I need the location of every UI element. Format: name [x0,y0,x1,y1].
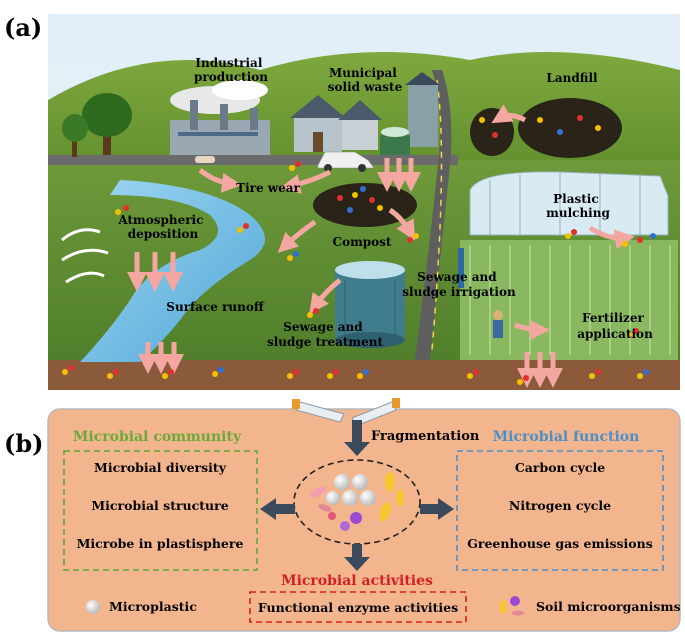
arrow-to-function [420,498,454,520]
legend-label: Microplastic [109,599,197,614]
car-icon [195,156,215,163]
activities-box [249,591,467,623]
car-icon [317,151,375,172]
fragmentation-arrow [344,420,370,456]
panel-b-background [47,408,681,632]
label-fragmentation: Fragmentation [371,429,480,444]
community-item: Microbe in plastisphere [77,536,244,551]
panel-b-tag: (b) [4,429,44,458]
label-surface-runoff: Surface runoff [166,300,265,314]
vertical-road [415,70,452,360]
community-title: Microbial community [73,429,242,445]
pathway-arrows [127,104,635,388]
plastic-bottle-icon [292,398,400,427]
tree-icon [62,114,88,157]
legend-soil-microorganisms: Soil microorganisms [499,596,681,616]
horizontal-road [48,155,458,165]
soil-microorganism-icon [499,596,524,616]
farmer-icon [493,310,503,338]
irrigation-pipe-icon [458,248,464,288]
factory-icon [170,80,270,155]
arrow-to-activities [344,544,370,571]
wind-swirl [65,271,105,284]
label-sewage-sludge-irrigation: Sewage and sludge irrigation [402,270,516,299]
function-title: Microbial function [493,429,640,445]
panel-b: (b) Fragmentation [4,398,681,632]
soil-layer [48,360,680,390]
dumpster-icon [380,127,410,155]
community-item: Microbial diversity [94,460,227,475]
panel-a: (a) Industrial production Municipal soli… [4,13,680,390]
greenhouse-icon [469,171,669,236]
activities-item: Functional enzyme activities [258,600,458,615]
house-icon [405,72,440,147]
community-item: Microbial structure [91,498,228,513]
microplastic-icon [86,600,100,614]
legend-microplastic: Microplastic [86,599,197,614]
function-item: Nitrogen cycle [509,498,611,513]
compost-pile-icon [313,183,417,227]
legend-label: Soil microorganisms [536,599,681,614]
label-compost: Compost [333,235,392,249]
microplastic-particles [62,115,656,385]
arrow-to-community [260,498,295,520]
wind-swirl [61,248,109,262]
sewage-tank-icon [335,261,405,348]
microplastic-icon [326,474,376,506]
house-icon [290,95,346,152]
panel-a-tag: (a) [4,13,42,42]
label-municipal-solid-waste: Municipal solid waste [328,66,403,94]
activities-title: Microbial activities [281,573,433,589]
function-item: Greenhouse gas emissions [467,536,653,551]
house-icon [338,100,382,150]
function-box [456,450,664,571]
label-tire-wear: Tire wear [236,181,300,195]
label-sewage-sludge-treatment: Sewage and sludge treatment [267,320,384,349]
community-box [63,450,258,571]
label-industrial-production: Industrial production [194,56,268,84]
label-fertilizer-application: Fertilizer application [577,311,653,341]
label-plastic-mulching: Plastic mulching [546,192,610,220]
function-item: Carbon cycle [515,460,605,475]
wind-swirl [61,228,101,242]
crop-field [460,240,678,360]
label-landfill: Landfill [546,71,598,85]
soil-microorganism-icon [309,472,404,531]
label-atmospheric-deposition: Atmospheric deposition [117,213,207,241]
tree-icon [82,93,132,155]
